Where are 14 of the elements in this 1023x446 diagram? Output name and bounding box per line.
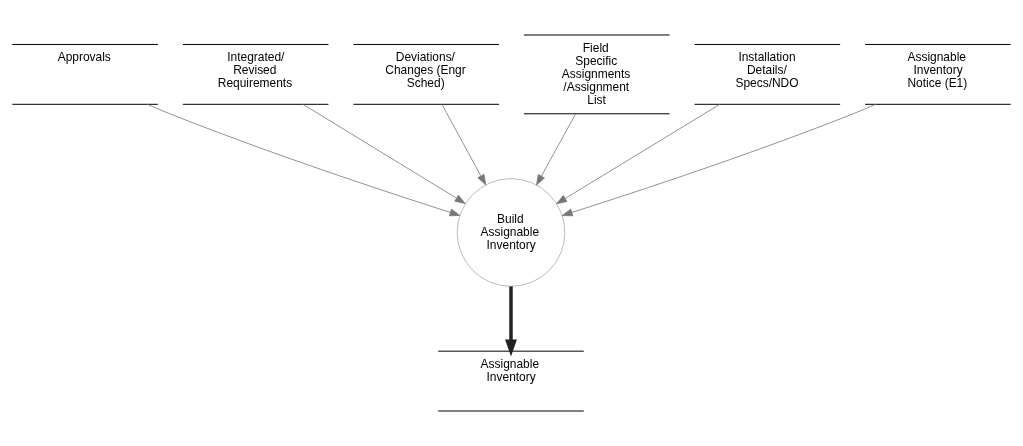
arrow: [146, 103, 461, 217]
arrow: [441, 103, 487, 186]
arrow: [561, 103, 877, 217]
node-text: Integrated/ Revised Requirements: [217, 50, 293, 90]
node-text: Deviations/ Changes (Engr Sched): [385, 50, 466, 90]
node-text: Assignable Inventory: [480, 356, 540, 384]
arrow: [556, 103, 721, 205]
node-text: Approvals: [57, 50, 111, 65]
node-text: Installation Details/ Specs/NDO: [735, 50, 799, 90]
node-text: Field Specific Assignments /Assignment List: [561, 41, 631, 107]
arrow: [505, 286, 517, 357]
arrow: [536, 113, 576, 186]
node-text: Assignable Inventory Notice (E1): [907, 50, 968, 90]
arrow: [302, 103, 466, 204]
